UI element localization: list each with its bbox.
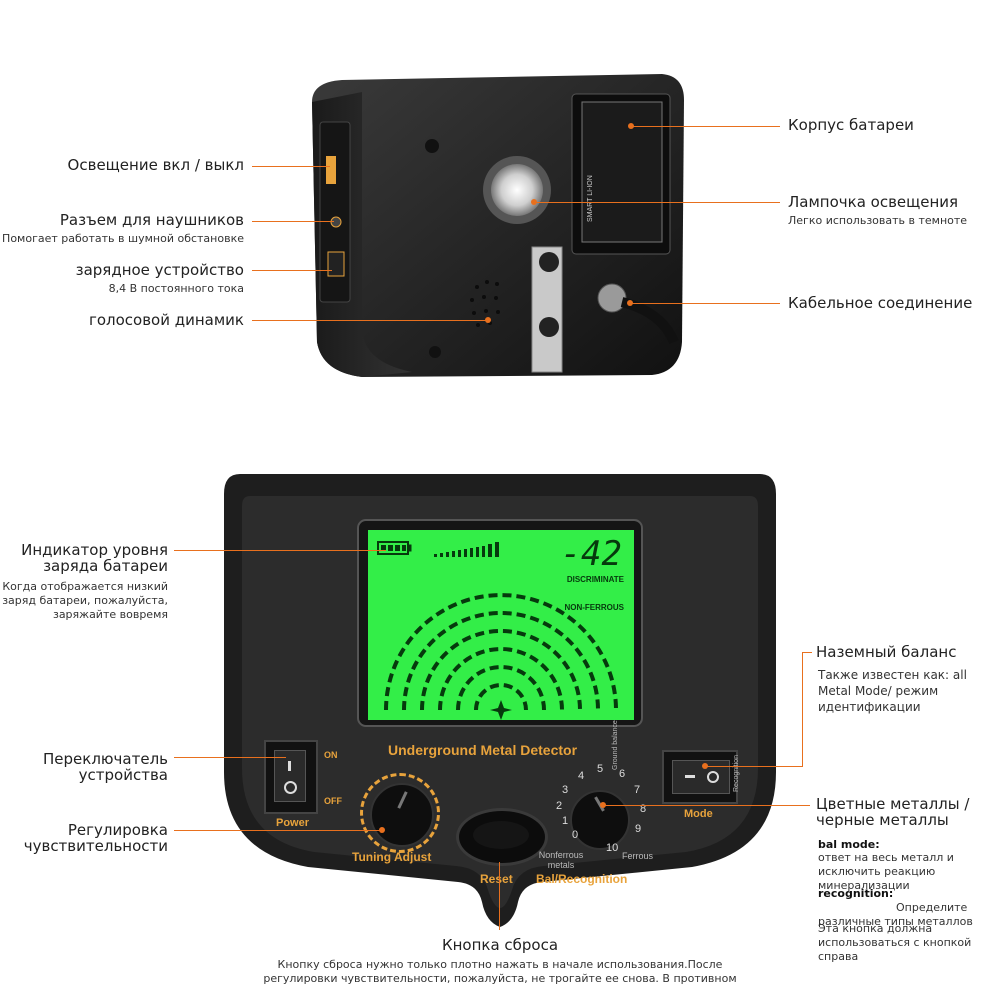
lamp-leader <box>534 202 780 203</box>
colored-metals-title: Цветные металлы / черные металлы <box>816 795 970 829</box>
power-off-label: OFF <box>324 796 342 806</box>
dial-num-6: 6 <box>619 768 626 780</box>
battery-indicator-label: Индикатор уровня заряда батареи <box>21 541 168 575</box>
recognition-side-label: Recognition <box>733 755 740 792</box>
lcd-screen: -42 DISCRIMINATE NON-FERROUS <box>368 530 634 720</box>
power-switch-label: Переключатель устройства <box>43 750 168 784</box>
charger-label: зарядное устройство <box>75 261 244 279</box>
center-star-icon <box>490 700 512 720</box>
top-device-illustration: SMART LI-ION <box>312 74 684 377</box>
battery-indicator-leader <box>174 550 386 551</box>
tuning-knob[interactable] <box>370 783 434 847</box>
headphone-leader <box>252 221 334 222</box>
sensitivity-dot <box>379 827 385 833</box>
speaker-dot <box>485 317 491 323</box>
dial-num-4: 4 <box>578 770 585 782</box>
bal-mode-label: bal mode: <box>818 838 880 851</box>
reset-sublabel: Кнопку сброса нужно только плотно нажать… <box>263 958 737 985</box>
light-switch-leader <box>252 166 330 167</box>
bal-recognition-knob[interactable] <box>570 790 630 850</box>
battery-case-label: SMART LI-ION <box>587 175 594 222</box>
headphone-sublabel: Помогает работать в шумной обстановке <box>2 232 244 245</box>
dial-num-9: 9 <box>635 823 642 835</box>
dial-num-3: 3 <box>562 784 569 796</box>
lamp-label: Лампочка освещения <box>788 193 959 211</box>
power-on-mark <box>288 761 291 771</box>
ground-balance-title: Наземный баланс <box>816 643 957 661</box>
charger-sublabel: 8,4 В постоянного тока <box>108 282 244 295</box>
tuning-dial-scale <box>360 773 440 853</box>
panel-title: Underground Metal Detector <box>388 742 578 758</box>
lamp-dot <box>531 199 537 205</box>
power-off-mark <box>284 781 297 794</box>
reset-button[interactable] <box>456 808 548 866</box>
lcd-value: -42 <box>560 534 622 574</box>
reset-label: Кнопка сброса <box>441 936 559 954</box>
dial-num-10: 10 <box>606 842 619 854</box>
light-switch-label: Освещение вкл / выкл <box>67 156 244 174</box>
headphone-label: Разъем для наушников <box>59 211 244 229</box>
dial-num-8: 8 <box>640 803 647 815</box>
dial-num-7: 7 <box>634 784 641 796</box>
cable-leader <box>630 303 780 304</box>
lcd-non-ferrous: NON-FERROUS <box>564 603 624 612</box>
note-text: Эта кнопка должна использоваться с кнопк… <box>818 922 972 963</box>
nonferrous-label: Nonferrous metals <box>538 850 584 870</box>
lcd-graphics <box>377 541 618 720</box>
ground-balance-leader <box>706 766 802 767</box>
battery-bars-icon <box>381 545 406 551</box>
top-device: SMART LI-ION <box>302 72 687 380</box>
ground-balance-label: Ground balance <box>612 720 619 770</box>
power-switch[interactable] <box>264 740 318 814</box>
tuning-pointer <box>397 791 408 809</box>
battery-case-leader <box>632 126 780 127</box>
charger-leader <box>252 270 332 271</box>
bal-mode-text: ответ на весь металл и исключить реакцию… <box>818 851 954 892</box>
power-label: Power <box>276 817 310 829</box>
sensitivity-leader <box>174 830 380 831</box>
bal-recognition-label: Bal/Recognition <box>536 872 628 886</box>
mode-switch[interactable] <box>662 750 738 804</box>
colored-metals-dot <box>600 802 606 808</box>
reset-panel-label: Reset <box>480 872 513 886</box>
battery-case-label-text: Корпус батареи <box>788 116 914 134</box>
dial-num-1: 1 <box>562 815 569 827</box>
mode-label: Mode <box>684 808 713 820</box>
ferrous-label: Ferrous <box>622 851 654 861</box>
colored-metals-leader <box>604 805 810 806</box>
ground-balance-sublabel: Также известен как: all Metal Mode/ режи… <box>818 668 967 714</box>
speaker-leader <box>252 320 488 321</box>
tuning-label: Tuning Adjust <box>352 850 432 864</box>
recognition-label: recognition: <box>818 887 894 900</box>
lamp-sublabel: Легко использовать в темноте <box>788 214 968 227</box>
power-on-label: ON <box>324 750 338 760</box>
speaker-label: голосовой динамик <box>88 311 244 329</box>
ground-balance-vleader <box>802 652 803 767</box>
dial-num-5: 5 <box>597 763 604 775</box>
mode-rec-mark <box>707 771 719 783</box>
cable-label: Кабельное соединение <box>788 294 973 312</box>
cable-dot <box>627 300 633 306</box>
reset-leader <box>499 862 500 930</box>
lcd-discriminate: DISCRIMINATE <box>566 575 624 584</box>
battery-indicator-sublabel: Когда отображается низкий заряд батареи,… <box>2 580 168 621</box>
power-switch-leader <box>174 757 286 758</box>
battery-case-dot <box>628 123 634 129</box>
mode-bal-mark <box>685 775 695 778</box>
signal-bars-icon <box>434 542 499 557</box>
ground-balance-hleader <box>802 652 812 653</box>
dial-num-0: 0 <box>572 829 579 841</box>
sensitivity-label: Регулировка чувствительности <box>23 821 168 855</box>
ground-balance-dot <box>702 763 708 769</box>
dial-num-2: 2 <box>556 800 563 812</box>
recognition-text: Определите различные типы металлов <box>818 901 973 928</box>
